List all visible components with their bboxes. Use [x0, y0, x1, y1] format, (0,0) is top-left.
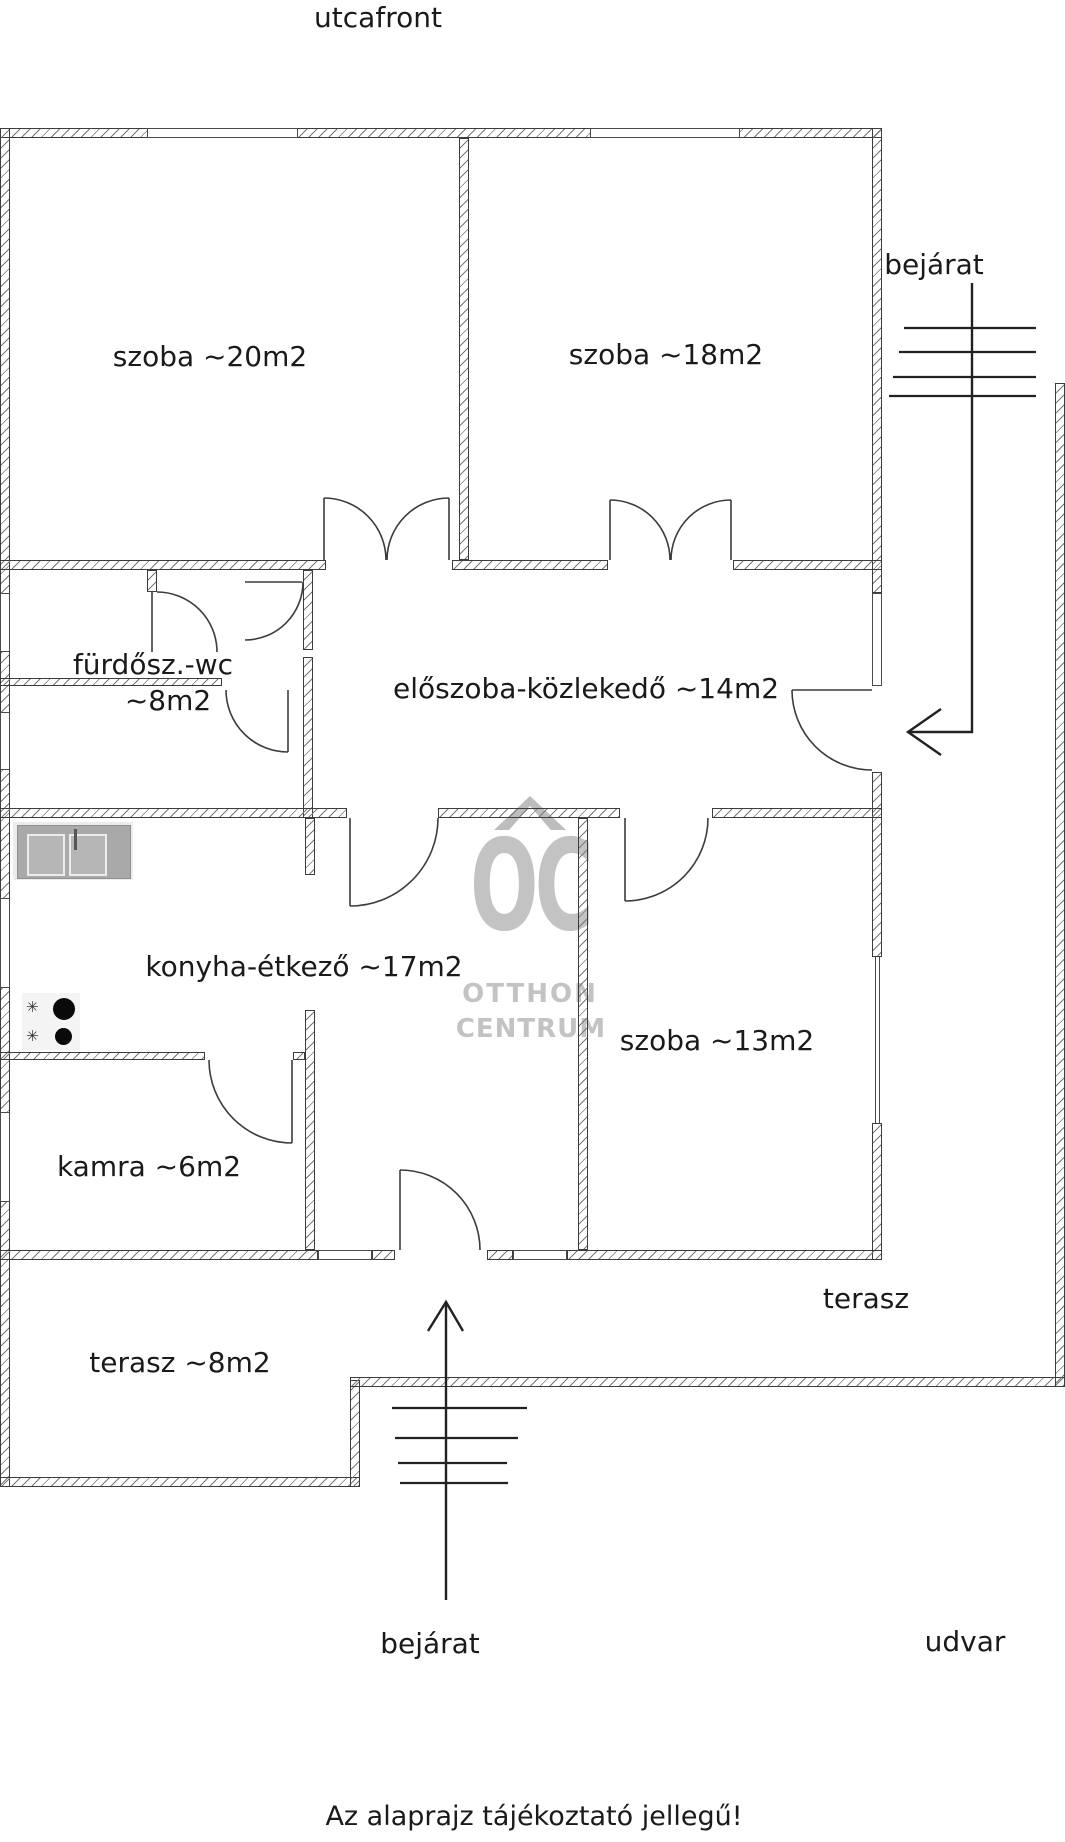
- stove-cooktop: ✳ ✳: [22, 993, 80, 1050]
- wall-bottom-1: [0, 1250, 318, 1260]
- window-left-pantry: [0, 1112, 10, 1202]
- label-terrace-left: terasz ~8m2: [89, 1346, 271, 1379]
- wall-right-upper: [872, 128, 882, 593]
- label-hallway: előszoba-közlekedő ~14m2: [392, 672, 780, 705]
- wall-pantry-right: [305, 1010, 315, 1250]
- sink-faucet-icon: [74, 829, 77, 850]
- wall-bath-right-1: [303, 570, 313, 650]
- label-entrance-bottom: bejárat: [380, 1627, 480, 1660]
- label-bathroom-2: ~8m2: [124, 684, 212, 717]
- label-terrace-right: terasz: [822, 1282, 910, 1315]
- door-room13-arc: [624, 817, 709, 902]
- wall-hall-top-1: [0, 560, 326, 570]
- wall-hall-top-3: [733, 560, 882, 570]
- kitchen-sink-counter: [13, 822, 133, 880]
- window-room13-terrace: [875, 957, 880, 1123]
- wall-bottom-3: [487, 1250, 513, 1260]
- wall-pantry-top-1: [0, 1052, 205, 1060]
- watermark-logo: OC: [469, 812, 594, 959]
- label-kitchen: konyha-étkező ~17m2: [145, 950, 463, 983]
- window-right-hall: [872, 593, 882, 686]
- entrance-arrow-top-head: [905, 708, 942, 756]
- door-pantry-arc: [208, 1059, 293, 1144]
- label-room13: szoba ~13m2: [619, 1024, 815, 1057]
- window-bottom-1: [318, 1250, 372, 1260]
- window-bottom-2: [513, 1250, 567, 1260]
- door-bath-small-arc: [156, 591, 218, 653]
- door-wc-arc: [244, 581, 304, 641]
- label-street-front: utcafront: [314, 1, 442, 34]
- entrance-arrow-bottom-head: [426, 1299, 465, 1332]
- door-room18-right-arc: [670, 499, 732, 561]
- door-entrance-arc: [791, 689, 873, 771]
- wall-middle-2: [438, 808, 620, 818]
- burner-small: [55, 1028, 72, 1045]
- sink-body: [17, 825, 131, 879]
- wall-bath-mid: [0, 678, 222, 686]
- label-room20: szoba ~20m2: [112, 340, 308, 373]
- window-left-bath: [0, 593, 10, 652]
- watermark-line1: OTTHON: [462, 979, 598, 1009]
- gas-burner-icon: ✳: [26, 1027, 39, 1045]
- door-rear-arc: [399, 1169, 481, 1251]
- gas-burner-icon: ✳: [26, 998, 39, 1016]
- window-top-room20: [147, 128, 298, 138]
- door-room20-left-arc: [323, 497, 387, 561]
- label-pantry: kamra ~6m2: [56, 1150, 242, 1183]
- label-courtyard: udvar: [924, 1625, 1006, 1658]
- door-kitchen-arc: [349, 817, 439, 907]
- door-bath-lower-arc: [225, 689, 289, 753]
- window-top-room18: [590, 128, 740, 138]
- wall-bottom-2: [372, 1250, 395, 1260]
- window-left-kitchen: [0, 898, 10, 988]
- wall-middle-3: [712, 808, 882, 818]
- wall-bath-divider: [147, 570, 157, 592]
- sink-basin-left: [27, 834, 65, 876]
- wall-hall-top-2: [452, 560, 608, 570]
- label-disclaimer: Az alaprajz tájékoztató jellegű!: [325, 1801, 743, 1832]
- door-room18-left-arc: [609, 499, 671, 561]
- window-left-bath2: [0, 712, 10, 770]
- wall-right-mid: [872, 772, 882, 957]
- wall-pantry-top-2: [293, 1052, 305, 1060]
- wall-kitchen-room13: [578, 818, 588, 1250]
- wall-rooms-divider: [459, 138, 469, 560]
- door-room20-right-arc: [386, 497, 450, 561]
- entrance-arrow-top: [908, 283, 974, 734]
- wall-bottom-4: [567, 1250, 882, 1260]
- burner-large: [53, 998, 75, 1020]
- wall-kitchen-stub: [305, 818, 315, 875]
- wall-middle-1: [0, 808, 347, 818]
- label-entrance-top: bejárat: [884, 248, 984, 281]
- label-bathroom-1: fürdősz.-wc: [72, 648, 234, 681]
- label-room18: szoba ~18m2: [568, 338, 764, 371]
